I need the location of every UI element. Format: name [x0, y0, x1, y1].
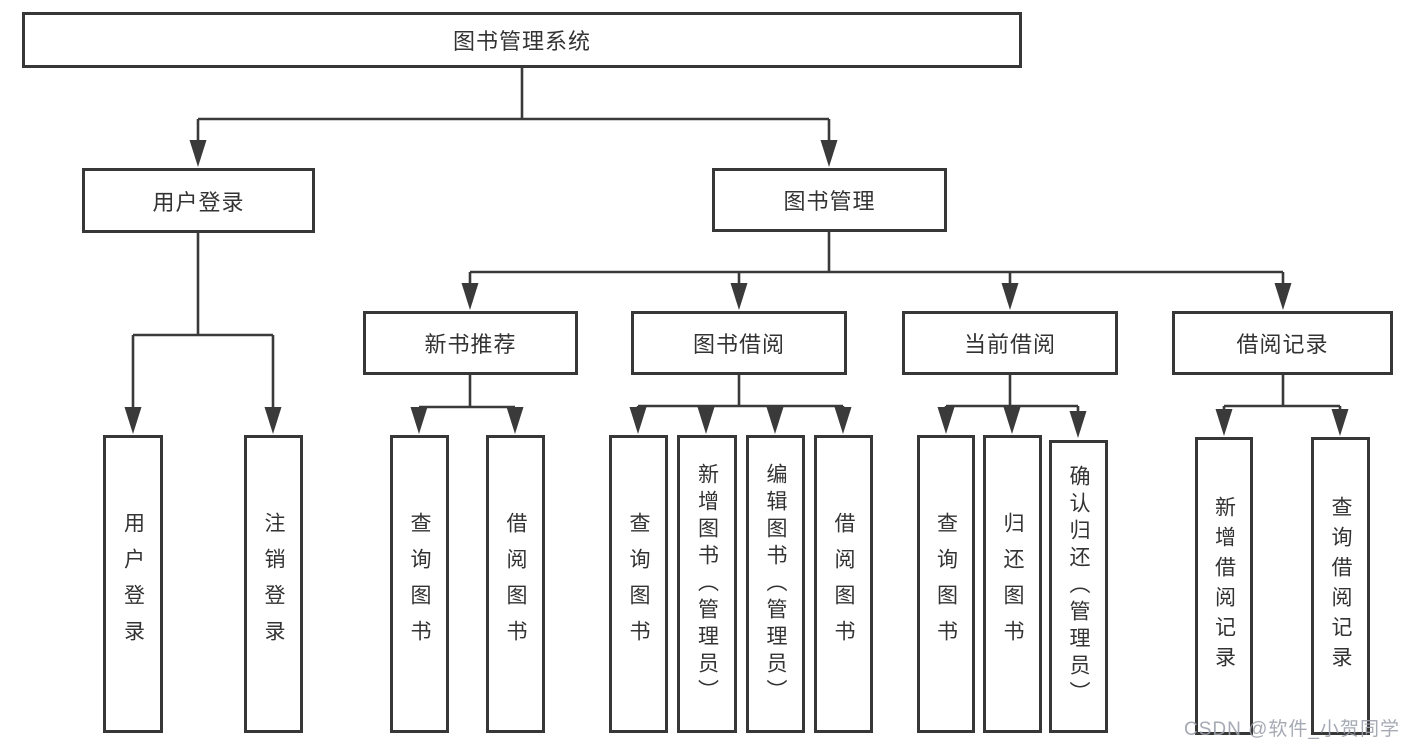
leaf-query-books-recommend: 查询图书	[390, 435, 449, 733]
leaf-return-book: 归还图书	[983, 435, 1042, 733]
node-label: 查询借阅记录	[1329, 496, 1352, 676]
node-label: 借阅图书	[832, 512, 855, 656]
node-user-login: 用户登录	[82, 168, 315, 233]
node-label: 借阅记录	[1236, 332, 1329, 357]
node-label: 新书推荐	[424, 332, 517, 357]
leaf-borrow-books-recommend: 借阅图书	[486, 435, 545, 733]
leaf-user-login: 用户登录	[103, 435, 163, 733]
node-borrowing-records: 借阅记录	[1172, 311, 1393, 375]
node-current-borrowing: 当前借阅	[902, 311, 1118, 375]
node-book-management: 图书管理	[712, 168, 947, 232]
node-label: 用户登录	[121, 512, 145, 656]
leaf-add-book-admin: 新增图书（管理员）	[677, 435, 737, 733]
node-label: 查询图书	[627, 512, 650, 656]
node-label: 图书管理系统	[452, 29, 591, 54]
node-label: 查询图书	[934, 512, 958, 656]
csdn-watermark: CSDN @软件_小贺同学	[1184, 719, 1400, 740]
node-label: 用户登录	[152, 189, 245, 215]
node-label: 编辑图书（管理员）	[764, 462, 787, 706]
node-label: 查询图书	[408, 512, 431, 656]
leaf-query-books-borrow: 查询图书	[609, 435, 668, 733]
node-library-management-system: 图书管理系统	[22, 12, 1022, 68]
leaf-confirm-return-admin: 确认归还（管理员）	[1049, 440, 1108, 733]
node-label: 图书管理	[783, 189, 876, 214]
node-label: 确认归还（管理员）	[1067, 465, 1090, 708]
leaf-logout: 注销登录	[244, 435, 303, 733]
leaf-edit-book-admin: 编辑图书（管理员）	[746, 435, 805, 733]
node-label: 归还图书	[1001, 512, 1024, 656]
node-label: 图书借阅	[692, 332, 785, 357]
node-book-borrowing: 图书借阅	[631, 311, 847, 375]
node-new-book-recommendation: 新书推荐	[363, 311, 578, 375]
node-label: 当前借阅	[963, 332, 1056, 357]
node-label: 新增借阅记录	[1212, 496, 1236, 676]
node-label: 借阅图书	[504, 512, 527, 656]
node-label: 注销登录	[262, 512, 285, 656]
leaf-query-books-current: 查询图书	[917, 435, 975, 733]
node-label: 新增图书（管理员）	[695, 462, 719, 706]
leaf-borrow-books: 借阅图书	[814, 435, 873, 733]
leaf-add-borrow-record: 新增借阅记录	[1195, 437, 1253, 735]
leaf-query-borrow-record: 查询借阅记录	[1311, 437, 1370, 735]
